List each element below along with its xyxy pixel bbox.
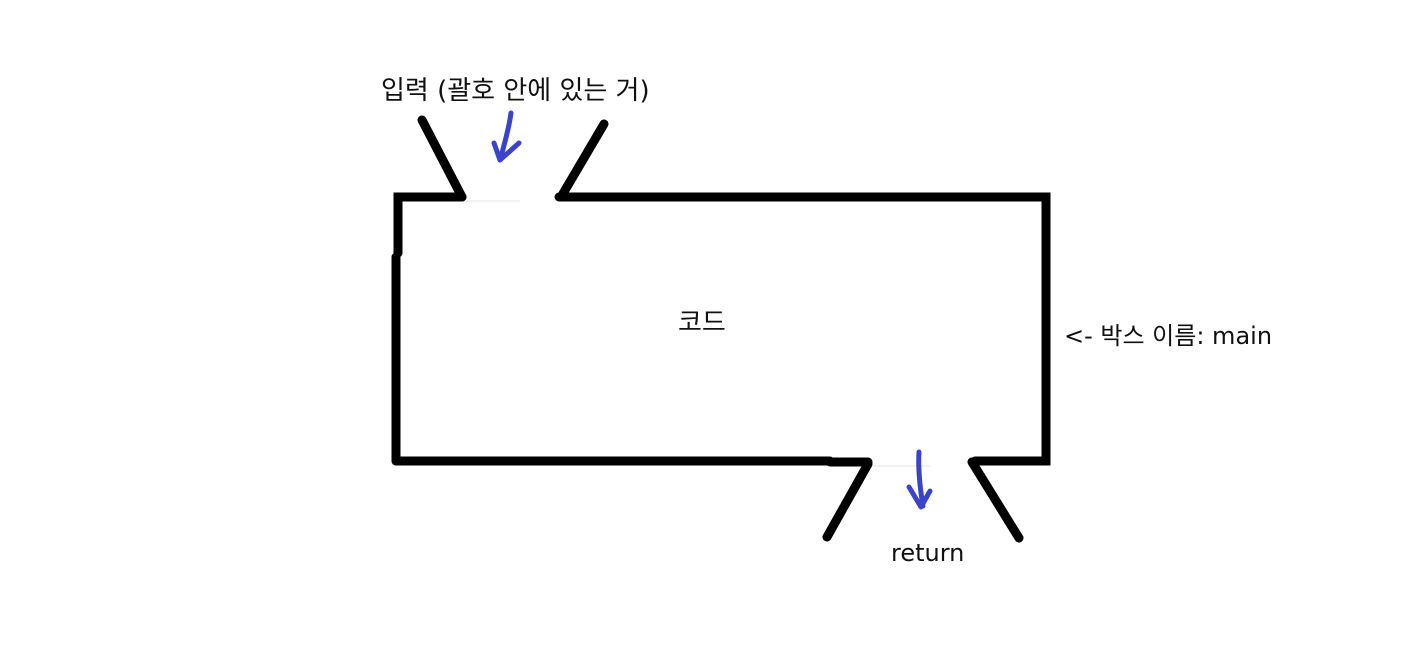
return-label: return bbox=[891, 539, 964, 567]
code-label: 코드 bbox=[678, 308, 726, 338]
function-box bbox=[391, 115, 1051, 543]
input-arrow-icon bbox=[491, 110, 522, 163]
input-funnel-left-wall bbox=[417, 115, 467, 202]
box-left-edge bbox=[393, 192, 467, 258]
output-arrow-icon bbox=[906, 449, 933, 510]
box-top-right-edge bbox=[554, 192, 1051, 466]
output-funnel-right-wall bbox=[967, 457, 1024, 543]
box-name-label: <- 박스 이름: main bbox=[1064, 322, 1272, 350]
input-label: 입력 (괄호 안에 있는 거) bbox=[381, 76, 650, 106]
input-funnel-right-wall bbox=[556, 119, 609, 202]
output-funnel-left-wall bbox=[822, 459, 873, 542]
